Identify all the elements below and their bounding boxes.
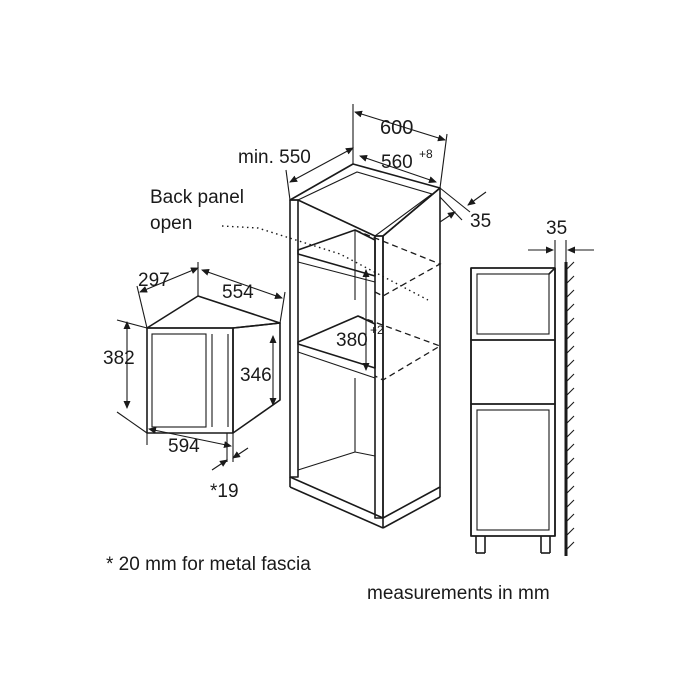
appliance-front <box>146 327 234 434</box>
appliance-inner-height-label: 346 <box>240 365 272 386</box>
appliance-top <box>146 295 281 329</box>
inner-width-label: 560 <box>381 152 413 173</box>
niche-height-tolerance: +2 <box>370 323 384 337</box>
side-view-gap-label: 35 <box>546 218 567 239</box>
footnote: * 20 mm for metal fascia <box>106 554 311 575</box>
side-section-drawing <box>470 261 575 556</box>
appliance-front-width-label: 594 <box>168 436 200 457</box>
appliance-depth-label: 297 <box>138 270 170 291</box>
fascia-offset-label: *19 <box>210 481 239 502</box>
inner-width-tolerance: +8 <box>419 147 433 161</box>
appliance-side <box>232 322 281 434</box>
appliance-width-label: 554 <box>222 282 254 303</box>
cabinet-drawing <box>221 163 442 529</box>
back-panel-label-line1: Back panel <box>150 187 244 208</box>
units-note: measurements in mm <box>367 583 550 604</box>
side-gap-label: 35 <box>470 211 491 232</box>
appliance-door-window <box>151 333 207 428</box>
niche-height-label: 380 <box>336 330 368 351</box>
back-panel-label-line2: open <box>150 213 192 234</box>
side-section-dimensions: 35 <box>528 218 594 268</box>
top-width-label: 600 <box>380 117 413 139</box>
cabinet-dimensions: 600 560 +8 min. 550 35 380 +2 <box>238 104 491 371</box>
appliance-height-label: 382 <box>103 348 135 369</box>
appliance-dimensions: 297 554 382 346 594 *19 <box>103 262 286 502</box>
min-depth-label: min. 550 <box>238 147 311 168</box>
